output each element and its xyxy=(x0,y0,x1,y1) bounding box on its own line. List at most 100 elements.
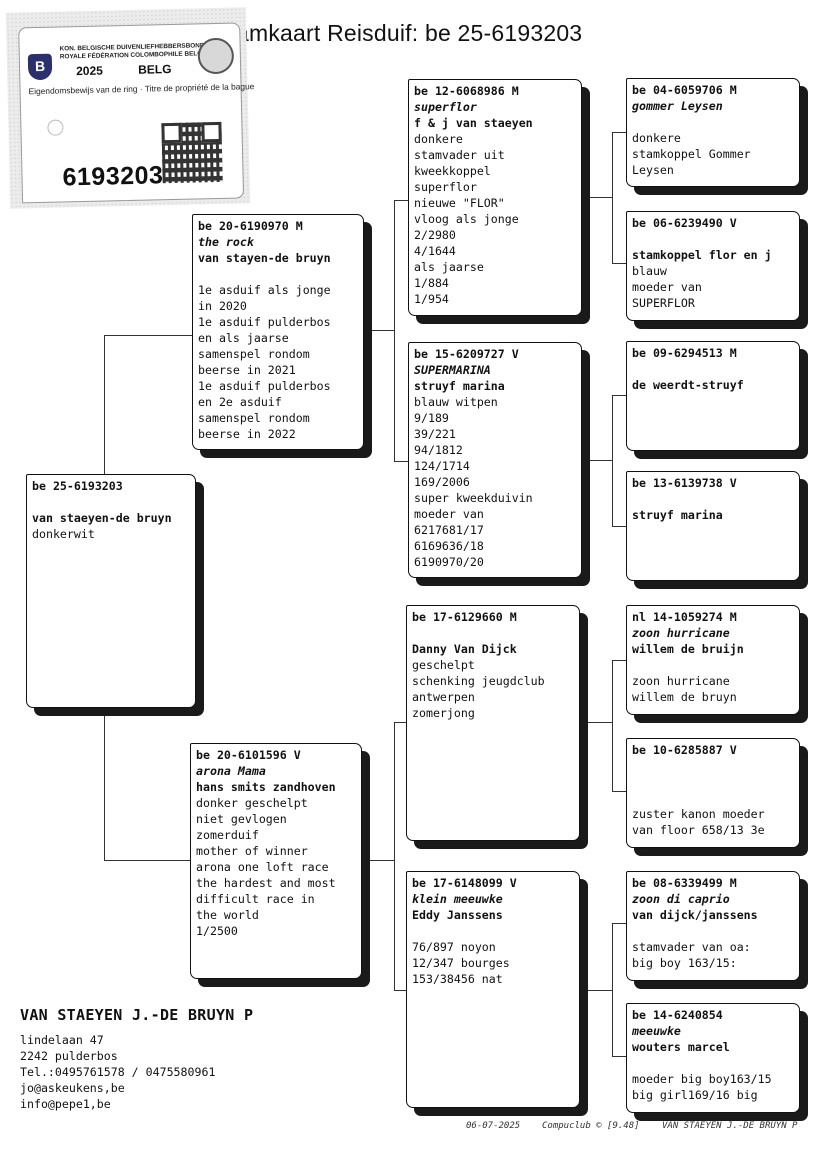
connector-line xyxy=(612,791,628,792)
pigeon-info-line: donkerwit xyxy=(32,527,95,541)
ring-country: BELG xyxy=(137,62,172,77)
pigeon-info-line: 2/2980 xyxy=(414,228,456,242)
connector-line xyxy=(612,923,628,924)
connector-line xyxy=(612,1056,628,1057)
pigeon-breeder: struyf marina xyxy=(632,508,723,522)
pigeon-ring-number: be 04-6059706 M xyxy=(632,83,737,97)
qr-code-icon xyxy=(161,121,223,184)
pigeon-box-subject: be 25-6193203 van staeyen-de bruyn donkerw… xyxy=(26,474,196,708)
pigeon-info-line xyxy=(32,494,190,510)
ownership-label: Eigendomsbewijs van de ring · Titre de p… xyxy=(28,81,255,97)
pigeon-info-line xyxy=(632,790,794,806)
pigeon-info-line: 1/2500 xyxy=(196,924,238,938)
pigeon-info-line: the world xyxy=(196,908,259,922)
pigeon-info-line: blauw xyxy=(632,264,667,278)
connector-line xyxy=(612,526,628,527)
connector-line xyxy=(612,395,628,396)
owner-email-2: info@pepe1,be xyxy=(20,1097,111,1111)
pigeon-ring-number: be 15-6209727 V xyxy=(414,347,519,361)
connector-line xyxy=(612,660,628,661)
pigeon-breeder: Eddy Janssens xyxy=(412,908,503,922)
pigeon-info-line: in 2020 xyxy=(198,299,247,313)
pigeon-ring-number: nl 14-1059274 M xyxy=(632,610,737,624)
pigeon-info-line xyxy=(632,758,794,774)
pigeon-breeder: van dijck/janssens xyxy=(632,908,758,922)
pigeon-info-line: 1e asduif pulderbos xyxy=(198,379,331,393)
pigeon-breeder: stamkoppel flor en j xyxy=(632,248,772,262)
pigeon-info-line xyxy=(198,266,358,282)
pigeon-info-line: moeder van xyxy=(632,280,702,294)
pigeon-info-line: super kweekduivin xyxy=(414,491,533,505)
connector-line xyxy=(104,335,194,336)
pigeon-box-fm-father: be 09-6294513 M de weerdt-struyf xyxy=(626,341,800,451)
connector-line xyxy=(612,132,613,263)
pigeon-breeder: van staeyen-de bruyn xyxy=(32,511,172,525)
connector-line xyxy=(104,860,191,861)
connector-line xyxy=(612,132,628,133)
pigeon-info-line xyxy=(632,774,794,790)
pigeon-breeder: wouters marcel xyxy=(632,1040,730,1054)
pigeon-ring-number: be 09-6294513 M xyxy=(632,346,737,360)
pigeon-info-line: en als jaarse xyxy=(198,331,289,345)
pigeon-info-line: stamvader van oa: xyxy=(632,940,751,954)
pigeon-info-line xyxy=(632,1055,794,1071)
pigeon-info-line: 9/189 xyxy=(414,411,449,425)
ring-number: 6193203 xyxy=(62,161,164,192)
owner-phone: Tel.:0495761578 / 0475580961 xyxy=(20,1065,216,1079)
pigeon-info-line: 6169636/18 xyxy=(414,539,484,553)
owner-contact-block: VAN STAEYEN J.-DE BRUYN P lindelaan 47 2… xyxy=(20,1006,253,1112)
pigeon-info-line: arona one loft race xyxy=(196,860,329,874)
pigeon-ring-number: be 20-6101596 V xyxy=(196,748,301,762)
pigeon-info-line: big boy 163/15: xyxy=(632,956,737,970)
owner-name: VAN STAEYEN J.-DE BRUYN P xyxy=(20,1006,254,1024)
pigeon-info-line: samenspel rondom xyxy=(198,347,310,361)
pigeon-ring-number: be 12-6068986 M xyxy=(414,84,519,98)
pigeon-info-line: samenspel rondom xyxy=(198,411,310,425)
connector-line xyxy=(612,923,613,1056)
pigeon-info-line: big girl169/16 big xyxy=(632,1088,758,1102)
pigeon-breeder: de weerdt-struyf xyxy=(632,378,744,392)
pigeon-info-line xyxy=(632,114,794,130)
pigeon-info-line: schenking jeugdclub xyxy=(412,674,545,688)
pigeon-info-line: niet gevlogen xyxy=(196,812,287,826)
pigeon-info-line: beerse in 2022 xyxy=(198,427,296,441)
owner-address: lindelaan 47 xyxy=(20,1033,104,1047)
ring-year: 2025 xyxy=(75,63,104,79)
pigeon-ring-number: be 10-6285887 V xyxy=(632,743,737,757)
pigeon-breeder: van stayen-de bruyn xyxy=(198,251,331,265)
pigeon-ring-number: be 20-6190970 M xyxy=(198,219,303,233)
pigeon-name: klein meeuwke xyxy=(412,892,503,906)
pigeon-info-line: 4/1644 xyxy=(414,244,456,258)
pigeon-info-line: 76/897 noyon xyxy=(412,940,496,954)
pigeon-info-line: 1/954 xyxy=(414,292,449,306)
owner-email-1: jo@askeukens,be xyxy=(20,1081,125,1095)
print-date: 06-07-2025 xyxy=(466,1121,521,1131)
pigeon-info-line: als jaarse xyxy=(414,260,484,274)
pigeon-info-line: 6217681/17 xyxy=(414,523,484,537)
pigeon-info-line: zomerjong xyxy=(412,706,475,720)
pigeon-info-line: 1/884 xyxy=(414,276,449,290)
pigeon-name: the rock xyxy=(198,235,254,249)
connector-line xyxy=(586,197,612,198)
pigeon-info-line: 1e asduif als jonge xyxy=(198,283,331,297)
pigeon-info-line: vloog als jonge xyxy=(414,212,519,226)
connector-line xyxy=(612,263,628,264)
pigeon-ring-number: be 25-6193203 xyxy=(32,479,123,493)
pigeon-ring-number: be 17-6148099 V xyxy=(412,876,517,890)
pigeon-info-line: antwerpen xyxy=(412,690,475,704)
pigeon-info-line: 6190970/20 xyxy=(414,555,484,569)
pigeon-info-line: stamvader uit xyxy=(414,148,505,162)
pigeon-name: superflor xyxy=(414,100,477,114)
pigeon-info-line: moeder van xyxy=(414,507,484,521)
federation-logo-icon: B xyxy=(27,53,53,81)
pigeon-info-line: zoon hurricane xyxy=(632,674,730,688)
pigeon-info-line: 12/347 bourges xyxy=(412,956,510,970)
